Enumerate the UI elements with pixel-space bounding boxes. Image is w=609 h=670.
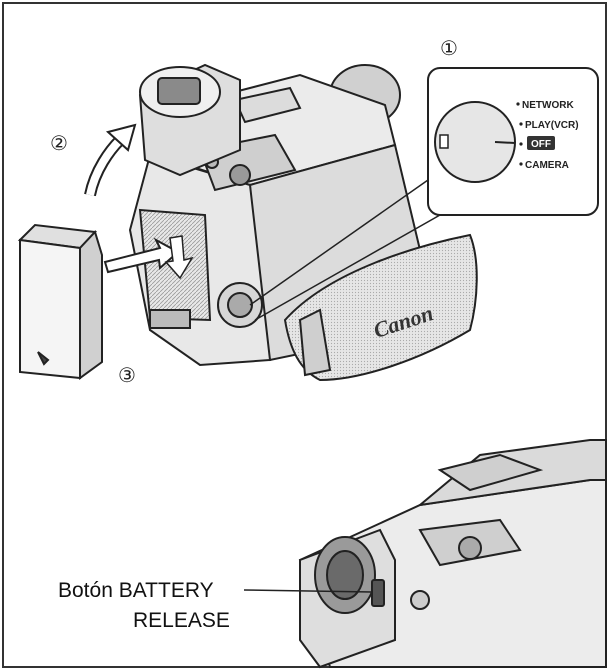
step-1-marker: ① [440,38,458,60]
mode-dial-labels: NETWORK PLAY(VCR) OFF CAMERA [516,100,579,171]
mode-label-camera: CAMERA [525,160,569,171]
mode-off-highlight [527,136,555,150]
mode-label-play: PLAY(VCR) [525,120,579,131]
callout-line-1: Botón BATTERY [58,579,214,602]
battery-pack [17,223,103,380]
step-2-marker: ② [50,133,68,155]
viewfinder [138,63,241,177]
callout-line [243,589,373,593]
grip-strap [283,233,478,382]
viewfinder-arrow [84,123,137,197]
callout-line-2: RELEASE [133,609,230,632]
insert-arrow [103,237,180,274]
mode-label-off: OFF [531,139,551,150]
camera-mode-dial [217,282,263,328]
mode-label-network: NETWORK [522,100,574,111]
camcorder-detail [298,439,607,669]
dial-inset [249,67,599,321]
step-3-marker: ③ [118,365,136,387]
battery-release-button [371,579,385,607]
down-arrow [164,235,194,280]
